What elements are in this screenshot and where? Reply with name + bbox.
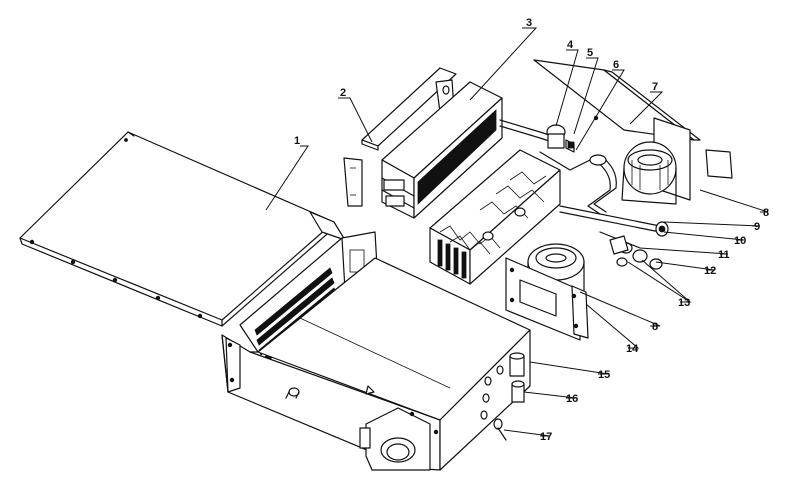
callout-11: 11 bbox=[718, 249, 730, 261]
blower-fan-center bbox=[527, 243, 585, 293]
callout-16: 16 bbox=[566, 393, 578, 405]
blower-fan-right bbox=[621, 117, 733, 205]
callout-labels: 1 2 3 4 5 6 7 8 9 10 11 12 13 8 14 15 16… bbox=[294, 17, 769, 443]
leader-lines bbox=[265, 27, 769, 437]
callout-7: 7 bbox=[652, 81, 658, 93]
callout-4: 4 bbox=[567, 39, 574, 51]
evaporator-core bbox=[429, 149, 561, 285]
callout-14: 14 bbox=[626, 343, 639, 355]
valve-assembly bbox=[539, 124, 591, 171]
callout-6: 6 bbox=[613, 59, 619, 71]
callout-5: 5 bbox=[587, 47, 593, 59]
mounting-bracket bbox=[505, 257, 589, 341]
callout-2: 2 bbox=[340, 87, 346, 99]
heater-fins bbox=[417, 109, 497, 205]
callout-9: 9 bbox=[754, 221, 760, 233]
callout-3: 3 bbox=[526, 17, 532, 29]
cover-panel bbox=[19, 131, 346, 327]
callout-17: 17 bbox=[540, 431, 552, 443]
callout-10: 10 bbox=[734, 235, 746, 247]
pipe-assembly bbox=[559, 154, 669, 270]
base-housing bbox=[221, 231, 531, 471]
small-parts bbox=[493, 352, 525, 441]
callout-1: 1 bbox=[294, 135, 300, 147]
heater-core bbox=[381, 81, 553, 219]
callout-13: 13 bbox=[678, 297, 690, 309]
callout-15: 15 bbox=[598, 369, 610, 381]
outlet-duct bbox=[359, 407, 431, 471]
callout-12: 12 bbox=[704, 265, 716, 277]
callout-8a: 8 bbox=[763, 207, 769, 219]
callout-8b: 8 bbox=[652, 321, 658, 333]
